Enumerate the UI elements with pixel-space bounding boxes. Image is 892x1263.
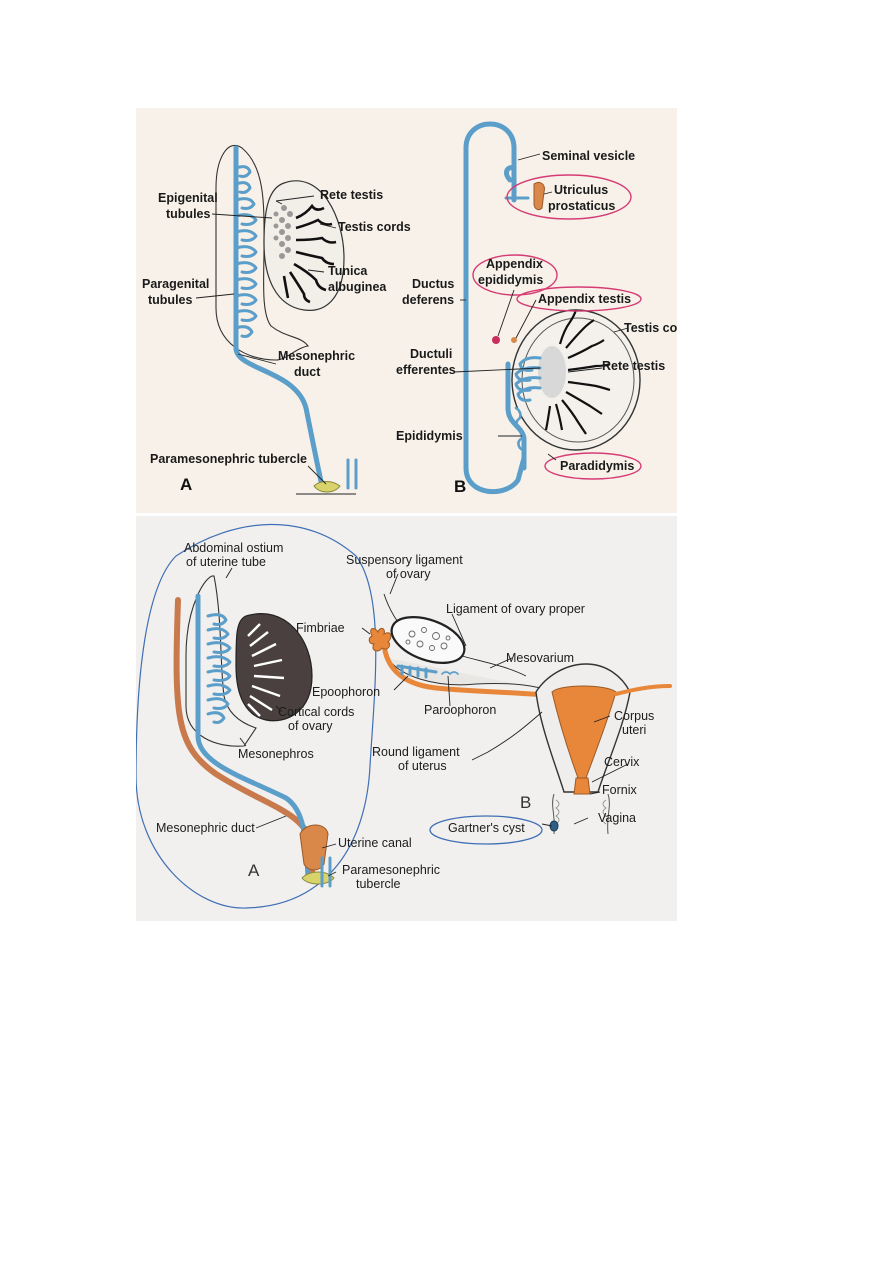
rete-testis-dots <box>273 205 293 259</box>
paradidymis-tubules <box>514 406 526 460</box>
uterine-tube-right <box>614 684 672 696</box>
mesonephric-tubules-female <box>206 613 232 724</box>
panel-a-female: Abdominal ostium of uterine tube Cortica… <box>156 541 440 891</box>
label-abdominal-ostium-1: Abdominal ostium <box>184 541 283 555</box>
label-ductus-1: Ductus <box>412 277 454 291</box>
label-abdominal-ostium-2: of uterine tube <box>186 555 266 569</box>
paramesonephric-tubercle-female <box>301 871 335 885</box>
label-paragenital-1: Paragenital <box>142 277 209 291</box>
utriculus-shape <box>533 181 545 211</box>
panel-letter-a-top: A <box>180 475 192 494</box>
label-suspensory-1: Suspensory ligament <box>346 553 463 567</box>
paramesonephric-tubercle-shape <box>313 481 341 493</box>
label-cervix: Cervix <box>604 755 640 769</box>
label-vagina: Vagina <box>598 811 636 825</box>
label-paroophoron: Paroophoron <box>424 703 496 717</box>
label-mesovarium: Mesovarium <box>506 651 574 665</box>
label-paramesonephric-tubercle-a: Paramesonephric tubercle <box>150 452 307 466</box>
male-diagram-svg: Rete testis Epigenital tubules Testis co… <box>142 121 677 496</box>
label-corpus-1: Corpus <box>614 709 654 723</box>
ovary-follicles <box>405 627 451 651</box>
ovary-b-body <box>390 616 466 664</box>
rete-testis-b <box>538 346 566 398</box>
label-testis-cord-b: Testis cord <box>624 321 677 335</box>
female-diagram-svg: Abdominal ostium of uterine tube Cortica… <box>136 523 672 909</box>
label-utriculus-1: Utriculus <box>554 183 608 197</box>
cervix-shape <box>573 777 591 795</box>
label-fornix: Fornix <box>602 783 637 797</box>
label-rete-testis-b: Rete testis <box>602 359 665 373</box>
ovary-body <box>235 613 313 722</box>
label-utriculus-2: prostaticus <box>548 199 615 213</box>
label-testis-cords: Testis cords <box>338 220 411 234</box>
label-ligament-ovary-proper: Ligament of ovary proper <box>446 602 585 616</box>
label-seminal-vesicle: Seminal vesicle <box>542 149 635 163</box>
label-tunica-1: Tunica <box>328 264 368 278</box>
ductus-deferens <box>463 121 527 495</box>
label-paramesonephric-2: tubercle <box>356 877 401 891</box>
mesonephric-tubules <box>234 165 258 338</box>
testis-cords <box>282 203 337 304</box>
panel-letter-a-bottom: A <box>248 861 260 880</box>
mesonephric-duct <box>233 145 325 489</box>
label-rete-testis-a: Rete testis <box>320 188 383 202</box>
testis-cords-b <box>544 309 611 435</box>
cortical-cords <box>247 623 285 717</box>
sinus-wall <box>346 458 358 490</box>
label-cortical-cords-1: Cortical cords <box>278 705 354 719</box>
label-appendix-testis: Appendix testis <box>538 292 631 306</box>
label-corpus-2: uteri <box>622 723 646 737</box>
label-paradidymis: Paradidymis <box>560 459 634 473</box>
label-mesonephros: Mesonephros <box>238 747 314 761</box>
panel-b-female: Suspensory ligament of ovary Ligament of… <box>296 553 672 845</box>
highlight-oval-gartners <box>429 815 543 845</box>
label-mesonephric-duct-female: Mesonephric duct <box>156 821 255 835</box>
panel-a-male: Rete testis Epigenital tubules Testis co… <box>142 145 411 495</box>
label-tunica-2: albuginea <box>328 280 387 294</box>
epoophoron-tubules <box>396 664 438 679</box>
label-epoophoron: Epoophoron <box>312 685 380 699</box>
label-fimbriae: Fimbriae <box>296 621 345 635</box>
appendix-testis-dot <box>511 337 517 343</box>
panel-b-male: Seminal vesicle Utriculus prostaticus Ap… <box>396 121 677 496</box>
vagina-rugae <box>555 799 607 825</box>
label-paramesonephric-1: Paramesonephric <box>342 863 440 877</box>
female-genital-development-figure: Abdominal ostium of uterine tube Cortica… <box>136 516 677 921</box>
label-appendix-epididymis-2: epididymis <box>478 273 543 287</box>
label-round-ligament-1: Round ligament <box>372 745 460 759</box>
label-gartners-cyst: Gartner's cyst <box>448 821 525 835</box>
appendix-epididymis-dot <box>492 336 500 344</box>
label-epididymis: Epididymis <box>396 429 463 443</box>
label-cortical-cords-2: of ovary <box>288 719 333 733</box>
corpus-uteri-fill <box>551 685 617 779</box>
label-ductuli-2: efferentes <box>396 363 456 377</box>
label-appendix-epididymis-1: Appendix <box>486 257 543 271</box>
label-epigenital-1: Epigenital <box>158 191 218 205</box>
paroophoron-tubules <box>441 671 459 675</box>
seminal-vesicle <box>504 165 517 183</box>
highlight-circles-pink <box>472 174 642 480</box>
label-uterine-canal: Uterine canal <box>338 836 412 850</box>
sinus-wall-female <box>320 856 332 888</box>
male-genital-development-figure: Rete testis Epigenital tubules Testis co… <box>136 108 677 513</box>
highlight-oval-blue-large <box>136 523 377 909</box>
label-ductuli-1: Ductuli <box>410 347 452 361</box>
fimbriae-shape <box>368 627 392 652</box>
label-paragenital-2: tubules <box>148 293 192 307</box>
label-mesonephric-duct-2: duct <box>294 365 321 379</box>
round-ligament <box>487 711 543 753</box>
uterine-tube-left <box>381 641 559 699</box>
label-round-ligament-2: of uterus <box>398 759 447 773</box>
panel-letter-b-top: B <box>454 477 466 496</box>
label-suspensory-2: of ovary <box>386 567 431 581</box>
label-epigenital-2: tubules <box>166 207 210 221</box>
panel-letter-b-bottom: B <box>520 793 531 812</box>
label-mesonephric-duct-1: Mesonephric <box>278 349 355 363</box>
label-ductus-2: deferens <box>402 293 454 307</box>
ductuli-efferentes <box>514 356 542 402</box>
